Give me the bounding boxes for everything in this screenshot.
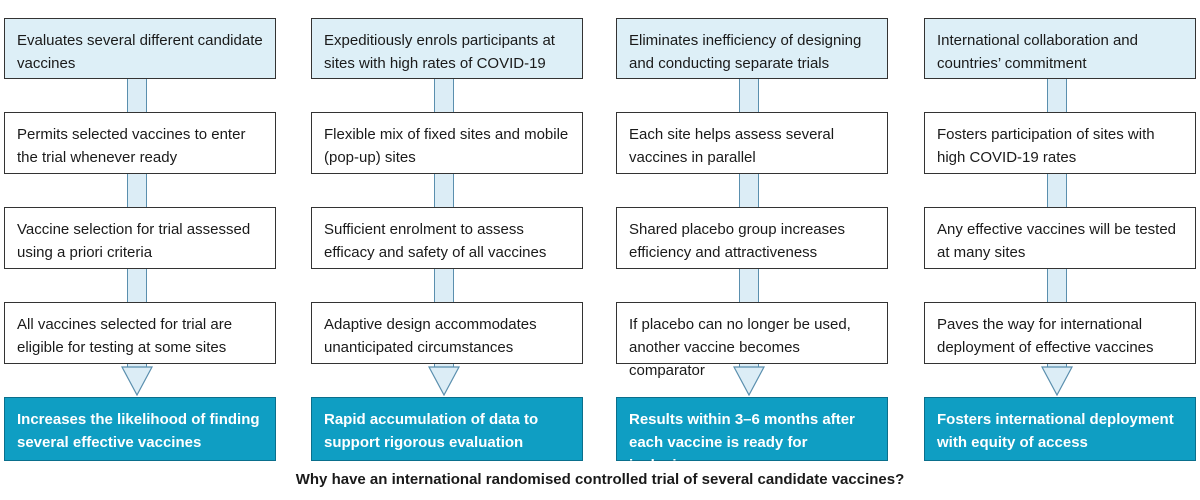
column-header-box: Expeditiously enrols participants at sit… bbox=[311, 18, 583, 79]
column-item-box: If placebo can no longer be used, anothe… bbox=[616, 302, 888, 379]
column-3: Eliminates inefficiency of designing and… bbox=[616, 0, 896, 474]
column-item-box: Fosters participation of sites with high… bbox=[924, 112, 1196, 174]
figure-caption: Why have an international randomised con… bbox=[295, 471, 905, 488]
column-item-box: Paves the way for international deployme… bbox=[924, 302, 1196, 364]
column-item-box: Permits selected vaccines to enter the t… bbox=[4, 112, 276, 174]
column-item-box: Sufficient enrolment to assess efficacy … bbox=[311, 207, 583, 269]
column-item-box: Shared placebo group increases efficienc… bbox=[616, 207, 888, 269]
column-outcome-box: Increases the likelihood of finding seve… bbox=[4, 397, 276, 461]
column-header-box: Eliminates inefficiency of designing and… bbox=[616, 18, 888, 79]
column-header-box: International collaboration and countrie… bbox=[924, 18, 1196, 79]
down-arrow-icon bbox=[733, 366, 765, 396]
column-item-box: Flexible mix of fixed sites and mobile (… bbox=[311, 112, 583, 174]
column-outcome-box: Rapid accumulation of data to support ri… bbox=[311, 397, 583, 461]
column-1: Evaluates several different candidate va… bbox=[4, 0, 284, 470]
column-4: International collaboration and countrie… bbox=[924, 0, 1200, 470]
down-arrow-icon bbox=[1041, 366, 1073, 396]
column-item-box: Any effective vaccines will be tested at… bbox=[924, 207, 1196, 269]
column-item-box: All vaccines selected for trial are elig… bbox=[4, 302, 276, 364]
column-item-box: Adaptive design accommodates unanticipat… bbox=[311, 302, 583, 364]
column-item-box: Each site helps assess several vaccines … bbox=[616, 112, 888, 174]
column-outcome-box: Fosters international deployment with eq… bbox=[924, 397, 1196, 461]
column-header-box: Evaluates several different candidate va… bbox=[4, 18, 276, 79]
down-arrow-icon bbox=[428, 366, 460, 396]
column-outcome-box: Results within 3–6 months after each vac… bbox=[616, 397, 888, 474]
column-2: Expeditiously enrols participants at sit… bbox=[311, 0, 591, 470]
column-item-box: Vaccine selection for trial assessed usi… bbox=[4, 207, 276, 269]
down-arrow-icon bbox=[121, 366, 153, 396]
